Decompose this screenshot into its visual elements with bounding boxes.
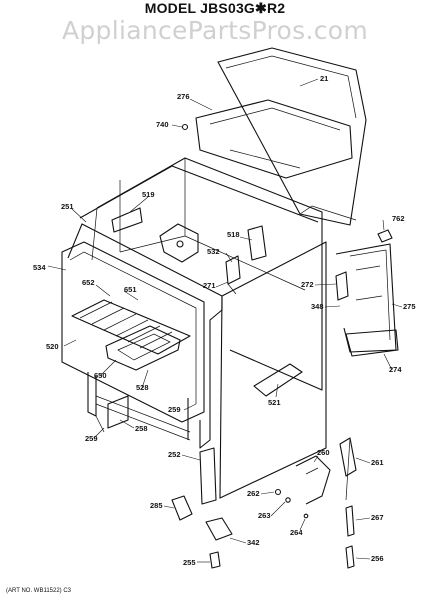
callout-519: 519 xyxy=(142,190,155,199)
callout-264: 264 xyxy=(290,528,303,537)
leg-252-part xyxy=(199,447,217,505)
foot-255-part xyxy=(209,551,221,569)
oven-door-part xyxy=(61,241,205,423)
callout-520: 520 xyxy=(46,342,59,351)
bracket-519-part xyxy=(111,207,143,233)
oven-rack-part xyxy=(71,299,191,355)
callout-652: 652 xyxy=(82,278,95,287)
callout-762: 762 xyxy=(392,214,405,223)
callout-518: 518 xyxy=(227,230,240,239)
callout-276: 276 xyxy=(177,92,190,101)
callout-258: 258 xyxy=(135,424,148,433)
hinge-260-part xyxy=(295,455,331,505)
hinge-arm-261-part xyxy=(339,437,357,501)
spring-264-part xyxy=(303,513,309,519)
bake-element-part xyxy=(105,325,181,371)
diagram-title: MODEL JBS03G✱R2 xyxy=(144,0,286,16)
callout-275: 275 xyxy=(403,302,416,311)
bracket-274-part xyxy=(345,329,399,357)
callout-260: 260 xyxy=(317,448,330,457)
callout-274: 274 xyxy=(389,365,402,374)
leader-lines xyxy=(47,78,403,563)
callout-532: 532 xyxy=(207,247,220,256)
callout-348: 348 xyxy=(311,302,324,311)
callout-650: 650 xyxy=(94,371,107,380)
art-number: (ART NO. WB11522) C3 xyxy=(6,588,72,594)
callout-285: 285 xyxy=(150,501,163,510)
callout-267: 267 xyxy=(371,513,384,522)
callout-521: 521 xyxy=(268,398,281,407)
bracket-285-part xyxy=(171,495,193,521)
callout-256: 256 xyxy=(371,554,384,563)
element-plate-part xyxy=(159,223,199,263)
callout-263: 263 xyxy=(258,511,271,520)
side-label-plate-part xyxy=(253,363,303,397)
callout-272: 272 xyxy=(301,280,314,289)
leveler-342-part xyxy=(205,517,233,541)
switch-272-part xyxy=(335,271,349,301)
spring-267-part xyxy=(345,505,355,537)
range-body-part xyxy=(67,157,327,499)
callout-21: 21 xyxy=(320,74,328,83)
callout-255: 255 xyxy=(183,558,196,567)
callout-259-lower: 259 xyxy=(85,434,98,443)
callout-528: 528 xyxy=(136,383,149,392)
screw-262-part xyxy=(274,488,282,496)
callout-259-upper: 259 xyxy=(168,405,181,414)
screw-740-part xyxy=(181,123,189,131)
screw-263-part xyxy=(285,497,291,503)
valve-532-part xyxy=(225,255,241,295)
callout-251: 251 xyxy=(61,202,74,211)
callout-651: 651 xyxy=(124,285,137,294)
spring-256-part xyxy=(345,545,355,569)
callout-261: 261 xyxy=(371,458,384,467)
callout-534: 534 xyxy=(33,263,46,272)
drawer-slide-part xyxy=(95,395,129,433)
rear-insulation-part xyxy=(195,99,353,179)
callout-252: 252 xyxy=(168,450,181,459)
callout-342: 342 xyxy=(247,538,260,547)
receptacle-518-part xyxy=(247,225,267,261)
callout-262: 262 xyxy=(247,489,260,498)
clip-762-part xyxy=(377,229,393,243)
top-panel-part xyxy=(217,47,367,226)
callout-271: 271 xyxy=(203,281,216,290)
rear-panel-275-part xyxy=(335,243,397,353)
callout-740: 740 xyxy=(156,120,169,129)
